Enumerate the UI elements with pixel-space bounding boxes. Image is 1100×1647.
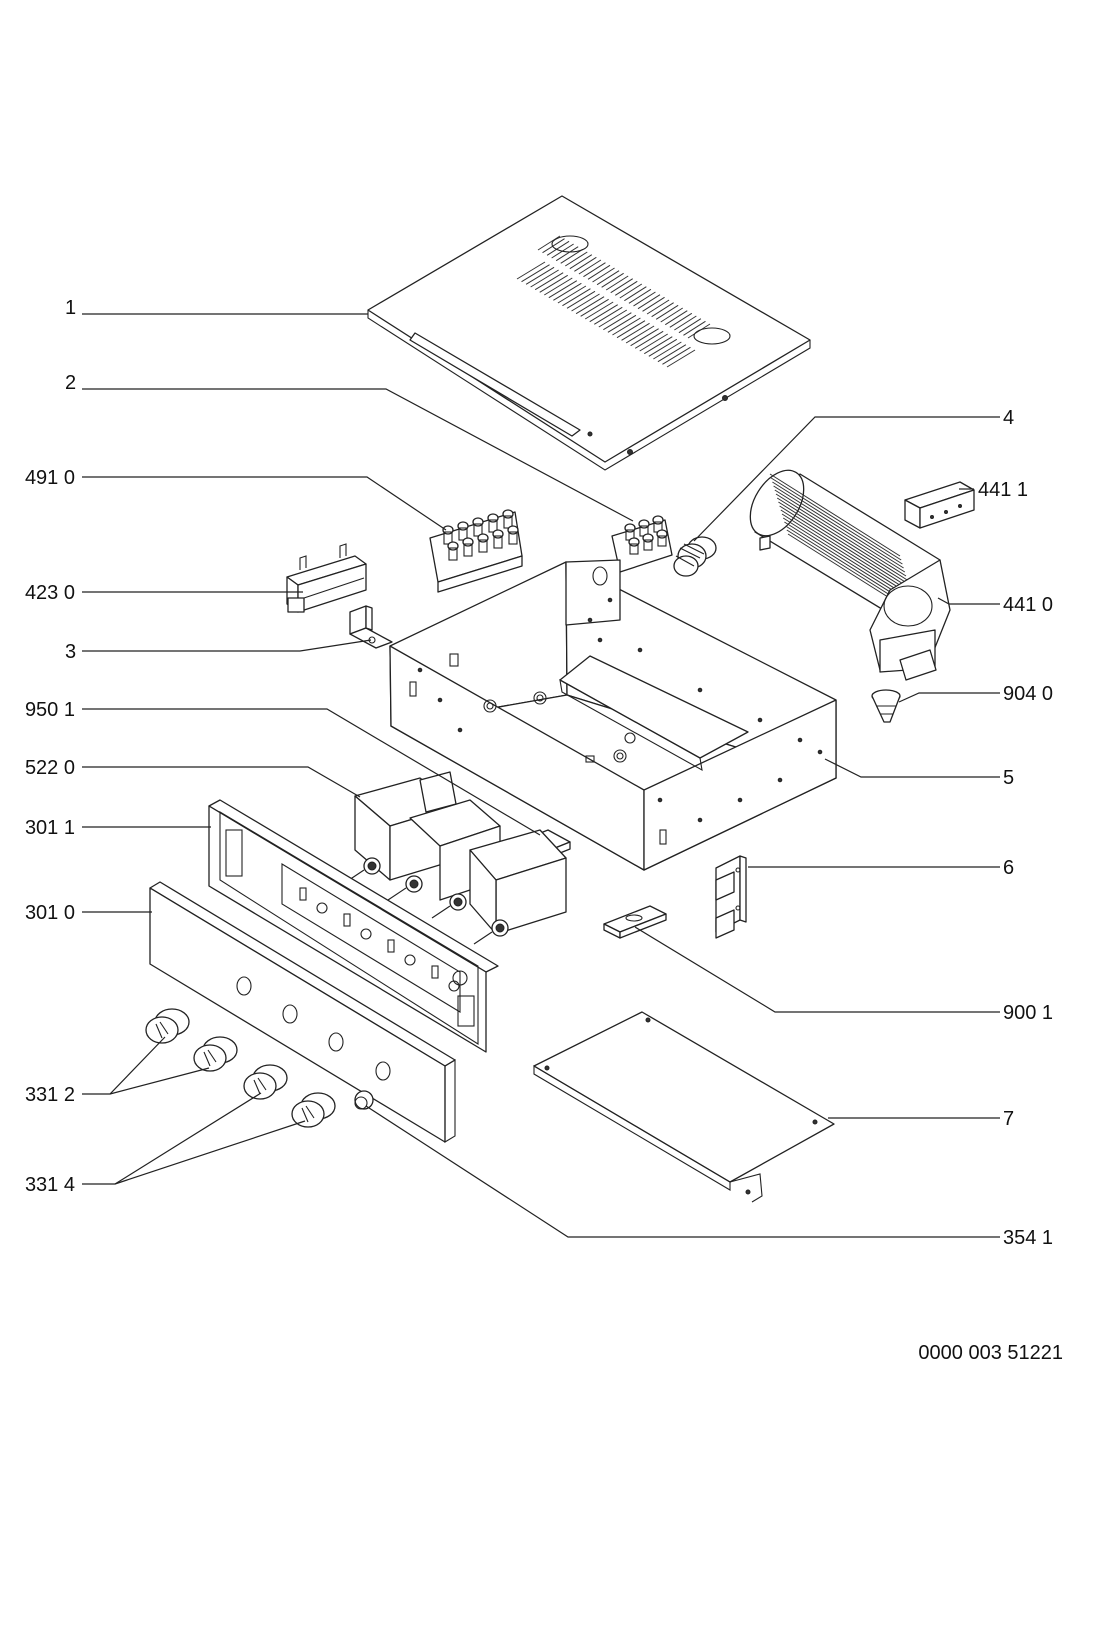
callout-354-1: 354 1 bbox=[1003, 1227, 1053, 1249]
callout-331-2: 331 2 bbox=[25, 1084, 75, 1106]
callout-423-0: 423 0 bbox=[25, 582, 75, 604]
part-tangential-fan bbox=[749, 469, 951, 681]
indicator-lamp bbox=[354, 1090, 374, 1110]
callout-7: 7 bbox=[1003, 1108, 1014, 1130]
part-hinge bbox=[715, 855, 747, 939]
callout-2: 2 bbox=[65, 372, 76, 394]
callout-331-4: 331 4 bbox=[25, 1174, 75, 1196]
knob-2 bbox=[193, 1036, 238, 1072]
callout-1: 1 bbox=[65, 297, 76, 319]
part-switch-assembly bbox=[345, 771, 567, 945]
callout-3: 3 bbox=[65, 641, 76, 663]
part-bracket bbox=[349, 605, 393, 649]
callout-950-1: 950 1 bbox=[25, 699, 75, 721]
part-terminal-block-large bbox=[429, 509, 523, 593]
callout-441-1: 441 1 bbox=[978, 479, 1028, 501]
callout-5: 5 bbox=[1003, 767, 1014, 789]
callout-labels: 1 2 4 491 0 441 1 423 0 441 0 3 950 1 90… bbox=[25, 297, 1053, 1249]
callout-301-0: 301 0 bbox=[25, 902, 75, 924]
callout-4: 4 bbox=[1003, 407, 1014, 429]
callout-6: 6 bbox=[1003, 857, 1014, 879]
part-cable-gland bbox=[673, 536, 717, 577]
part-fan-connector bbox=[904, 481, 975, 529]
part-foot bbox=[871, 689, 901, 723]
knob-1 bbox=[145, 1008, 190, 1044]
part-housing-box bbox=[389, 559, 837, 871]
part-knobs bbox=[145, 1008, 374, 1128]
drawing-number: 0000 003 51221 bbox=[918, 1342, 1063, 1364]
part-panel-frame bbox=[208, 799, 499, 1053]
part-front-panel bbox=[149, 881, 456, 1143]
knob-3 bbox=[243, 1064, 288, 1100]
callout-522-0: 522 0 bbox=[25, 757, 75, 779]
knob-4 bbox=[291, 1092, 336, 1128]
leader-lines bbox=[82, 313, 1000, 1238]
callout-900-1: 900 1 bbox=[1003, 1002, 1053, 1024]
callout-491-0: 491 0 bbox=[25, 467, 75, 489]
callout-301-1: 301 1 bbox=[25, 817, 75, 839]
callout-904-0: 904 0 bbox=[1003, 683, 1053, 705]
part-terminal-block-small bbox=[611, 515, 673, 573]
callout-441-0: 441 0 bbox=[1003, 594, 1053, 616]
part-bottom-grille bbox=[533, 1011, 835, 1203]
part-top-cover bbox=[367, 195, 811, 471]
part-component-423 bbox=[286, 543, 367, 613]
part-slider-clip bbox=[603, 905, 667, 939]
